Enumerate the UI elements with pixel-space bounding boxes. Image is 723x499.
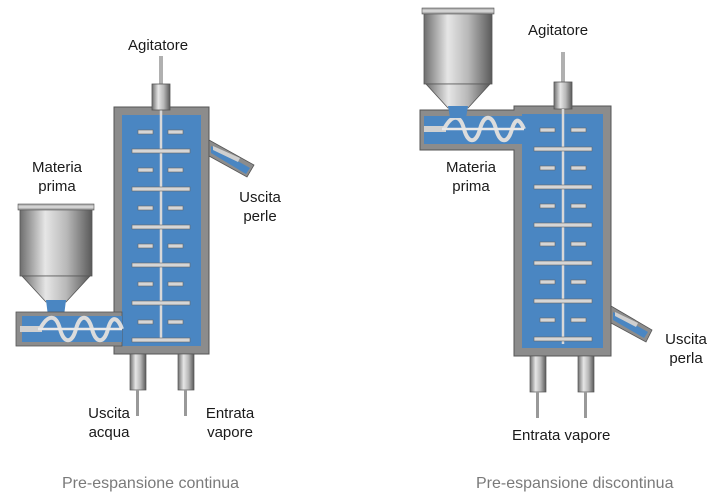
left-label-steam-inlet: Entrata vapore: [200, 404, 260, 442]
left-label-steam-line2: vapore: [207, 424, 253, 441]
left-label-water-line2: acqua: [88, 424, 130, 441]
right-label-out-line2: perla: [669, 350, 703, 367]
steam-inlet-pipe-1: [529, 355, 547, 418]
agitator-motor: [553, 81, 573, 110]
right-label-steam-inlet: Entrata vapore: [512, 427, 611, 444]
bead-outlet-chute: [610, 305, 653, 343]
steam-inlet-pipe: [177, 353, 195, 416]
agitator-paddles: [533, 127, 593, 342]
left-label-water-outlet: Uscita acqua: [82, 404, 136, 442]
agitator-rod: [561, 52, 565, 82]
bead-outlet-chute: [208, 139, 255, 178]
screw-feeder: [424, 115, 526, 143]
left-label-raw-material: Materia prima: [24, 158, 90, 196]
agitator-paddles: [131, 129, 191, 343]
right-label-raw-line1: Materia: [445, 159, 497, 176]
steam-inlet-pipe-2: [577, 355, 595, 418]
left-label-bead-outlet: Uscita perle: [236, 188, 284, 226]
right-label-agitator: Agitatore: [528, 22, 589, 39]
left-label-raw-line1: Materia: [31, 159, 83, 176]
right-label-raw-material: Materia prima: [438, 158, 504, 196]
water-outlet-pipe: [129, 353, 147, 416]
left-label-steam-line1: Entrata: [205, 405, 255, 422]
left-label-agitator: Agitatore: [128, 37, 189, 54]
left-label-out-line1: Uscita: [239, 189, 281, 206]
agitator-rod: [159, 56, 163, 84]
right-label-out-line1: Uscita: [665, 331, 707, 348]
raw-material-hopper: [421, 7, 495, 118]
batch-pre-expander: [419, 7, 653, 418]
agitator-motor: [151, 83, 171, 111]
left-label-raw-line2: prima: [38, 178, 76, 195]
right-caption: Pre-espansione discontinua: [476, 475, 674, 492]
left-caption: Pre-espansione continua: [62, 475, 240, 492]
screw-feeder: [15, 311, 124, 347]
left-label-out-line2: perle: [243, 208, 277, 225]
right-label-raw-line2: prima: [452, 178, 490, 195]
continuous-pre-expander: [15, 56, 255, 416]
raw-material-hopper: [17, 203, 95, 316]
right-label-bead-outlet: Uscita perla: [662, 330, 710, 368]
left-label-water-line1: Uscita: [88, 405, 130, 422]
